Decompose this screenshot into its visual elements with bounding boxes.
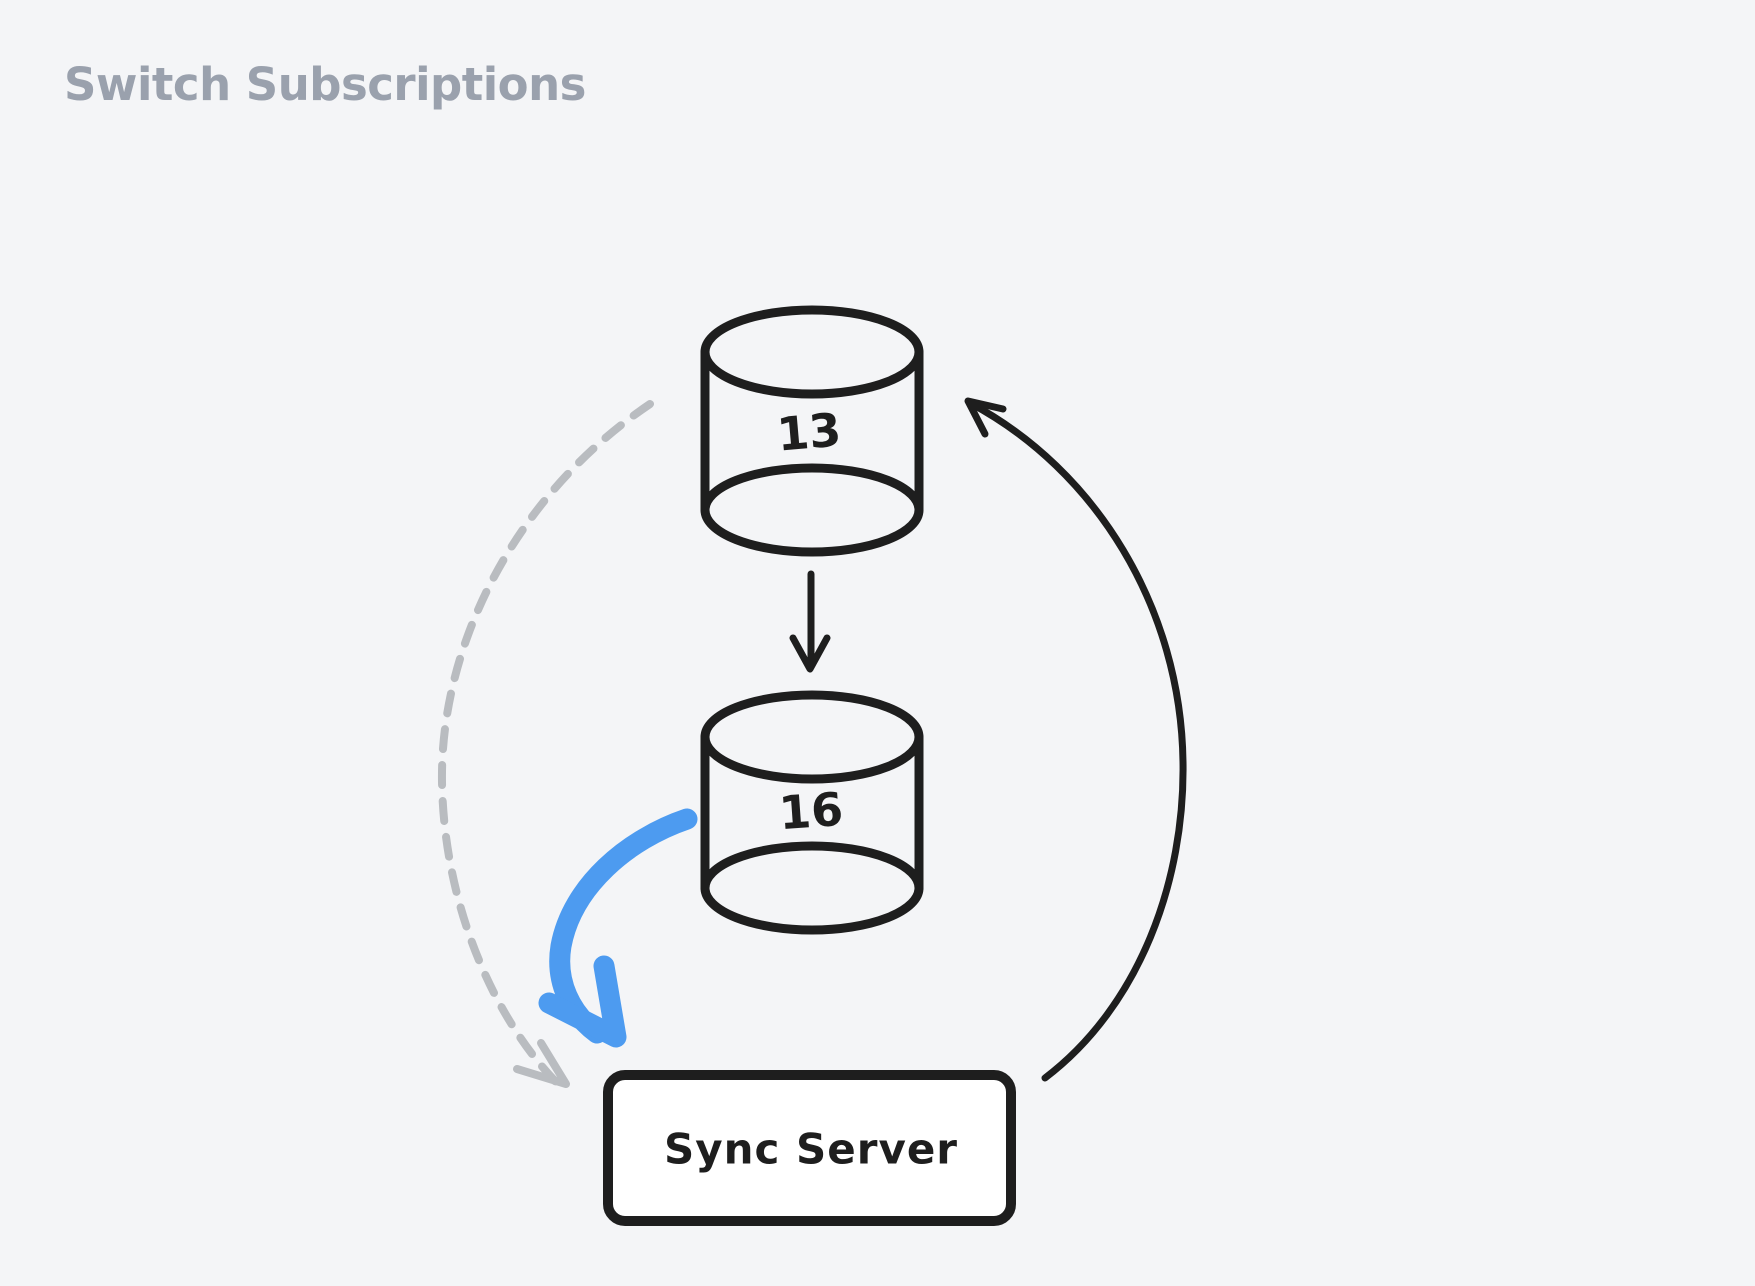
return-arrow-shaft[interactable] [966, 399, 1187, 1082]
page-title: Switch Subscriptions [64, 58, 586, 111]
database-16-label[interactable]: 16 [777, 782, 845, 840]
database-13-label[interactable]: 13 [775, 402, 843, 461]
sync-server-label[interactable]: Sync Server [664, 1125, 958, 1174]
cylinder-13-top-ellipse[interactable] [700, 305, 924, 399]
cylinder-13-sides[interactable] [700, 347, 924, 515]
cylinder-16-bottom-ellipse[interactable] [700, 841, 924, 935]
return-arrow[interactable] [964, 397, 1187, 1082]
database-13-node[interactable] [700, 305, 924, 557]
cylinder-16-top-ellipse[interactable] [700, 690, 924, 784]
replication-arrowhead-icon [789, 634, 831, 673]
subscribe-arrowhead-icon [538, 955, 627, 1048]
subscribe-arrow-shaft[interactable] [549, 808, 698, 1044]
cylinder-13-bottom-ellipse[interactable] [700, 463, 924, 557]
return-arrowhead-icon [964, 397, 1007, 438]
dashed-arrowhead-icon [513, 1039, 570, 1088]
dashed-arc[interactable] [437, 400, 654, 1086]
database-16-node[interactable] [700, 690, 924, 935]
replication-arrow[interactable] [789, 570, 831, 673]
cylinder-16-sides[interactable] [700, 732, 924, 893]
switch-subscription-arrow[interactable] [437, 400, 654, 1088]
subscribe-arrow[interactable] [538, 808, 698, 1048]
diagram-labels: 13 16 Sync Server [664, 402, 958, 1174]
sync-server-node[interactable] [603, 1070, 1016, 1226]
sync-server-box[interactable] [603, 1070, 1016, 1226]
